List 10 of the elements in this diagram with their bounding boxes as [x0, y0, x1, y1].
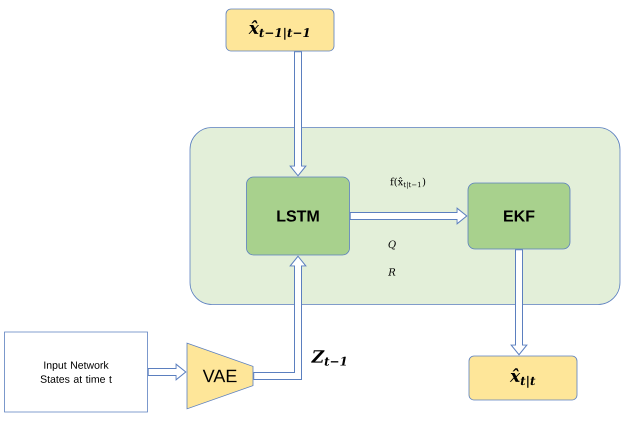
variable-label: R: [388, 268, 396, 276]
process-box: EKF: [468, 182, 570, 250]
state-box: x̂$_{t−1|t−1}$: [226, 8, 334, 52]
process-box: LSTM: [246, 176, 350, 256]
edge-label: f(x̂$_{t|t−1}$): [390, 177, 426, 189]
edge-label: Z$_{t−1}$: [311, 350, 346, 366]
state-box: x̂$_{t|t}$: [468, 356, 578, 400]
encoder-trapezoid: VAE: [186, 342, 254, 410]
variable-label: Q: [388, 240, 396, 250]
input-box: Input Network States at time t: [4, 332, 148, 412]
